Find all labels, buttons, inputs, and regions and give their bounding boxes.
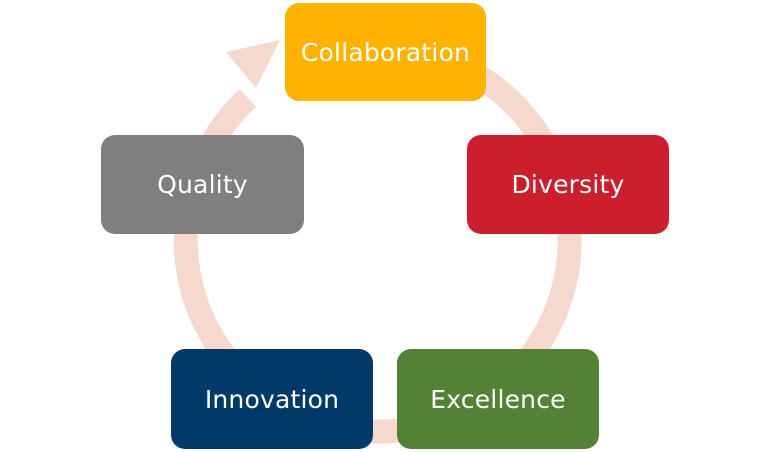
node-diversity: Diversity: [467, 135, 669, 234]
node-label: Quality: [157, 170, 248, 199]
arrowhead-icon: [226, 40, 280, 88]
node-innovation: Innovation: [171, 349, 373, 449]
node-label: Diversity: [511, 170, 625, 199]
node-label: Collaboration: [300, 37, 471, 67]
node-label: Innovation: [204, 384, 340, 414]
node-quality: Quality: [101, 135, 304, 234]
node-label: Excellence: [430, 384, 566, 414]
node-excellence: Excellence: [397, 349, 599, 449]
node-collaboration: Collaboration: [285, 3, 486, 101]
